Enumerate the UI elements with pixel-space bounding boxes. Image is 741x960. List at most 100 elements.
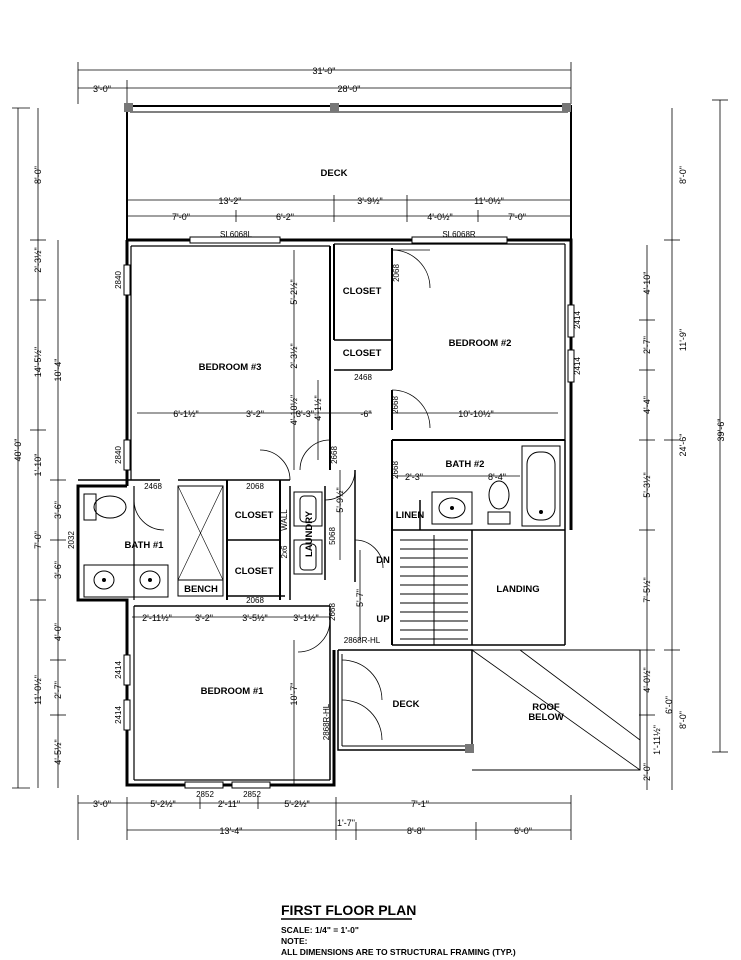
dim-r1-1-11: 1'-11½" bbox=[652, 725, 662, 755]
dim-m-3-5: 3'-5½" bbox=[242, 613, 267, 623]
tag-2414-d: 2414 bbox=[114, 706, 123, 724]
dim-h-6: -6" bbox=[360, 409, 371, 419]
dim-c-5-9: 5'-9½" bbox=[335, 487, 345, 512]
deck-bottom-label: DECK bbox=[393, 699, 420, 710]
tag-2068-b: 2068 bbox=[246, 482, 264, 491]
dim-l-4-0: 4'-0" bbox=[53, 623, 63, 641]
bench-label: BENCH bbox=[184, 584, 218, 595]
tag-2414-c: 2414 bbox=[114, 661, 123, 679]
closet-d-label: CLOSET bbox=[235, 566, 274, 577]
dim-bot-7-1: 7'-1" bbox=[411, 799, 429, 809]
plan-note-label: NOTE: bbox=[281, 936, 308, 946]
dim-r1-4-4: 4'-4" bbox=[642, 396, 652, 414]
dim-c-4-10b: 4'-10½" bbox=[289, 395, 299, 425]
dim-bot-3-0: 3'-0" bbox=[93, 799, 111, 809]
dim-bot-2-11: 2'-11" bbox=[218, 799, 240, 809]
dim-r2-8-0: 8'-0" bbox=[678, 711, 688, 729]
dim-r3-39-6: 39'-6" bbox=[716, 419, 726, 442]
tag-sl6068l: SL6068L bbox=[220, 230, 253, 239]
dim-c-2-3: 2'-3½" bbox=[289, 343, 299, 368]
laundry-label: LAUNDRY bbox=[304, 510, 315, 557]
dim-l-7-0: 7'-0" bbox=[33, 531, 43, 549]
dim-h-10-10: 10'-10½" bbox=[458, 409, 493, 419]
closet-c-label: CLOSET bbox=[235, 510, 274, 521]
dim-l-2-3: 2'-3½" bbox=[33, 247, 43, 272]
tag-2868-a: 2868R-HL bbox=[344, 636, 381, 645]
dim-m-2-11: 2'-11½" bbox=[142, 613, 172, 623]
dim-l-14-5: 14'-5½" bbox=[33, 347, 43, 377]
door-swings bbox=[133, 249, 431, 741]
dim-b3: 4'-0½" bbox=[427, 212, 452, 222]
tag-2852-a: 2852 bbox=[196, 790, 214, 799]
dim-r2-11-9: 11'-9" bbox=[678, 329, 688, 351]
closet-a-label: CLOSET bbox=[343, 286, 382, 297]
dim-h-3-3: 3'-3" bbox=[296, 409, 314, 419]
tag-2868-b: 2868R-HL bbox=[322, 703, 331, 740]
dim-b2: 6'-2" bbox=[276, 212, 294, 222]
dim-l-1-10: 1'-10" bbox=[33, 454, 43, 477]
dim-deck-right: 8'-0" bbox=[678, 166, 688, 184]
posts bbox=[124, 103, 571, 753]
tag-2068-a: 2068 bbox=[392, 264, 401, 282]
dim-top-right: 28'-0" bbox=[338, 84, 361, 94]
dim-c-5-7: 5'-7" bbox=[355, 589, 365, 607]
dim-r2-24-6: 24'-6" bbox=[678, 434, 688, 457]
dim-r1-2-0: 2'-0" bbox=[642, 763, 652, 781]
dim-bot-13-4: 13'-4" bbox=[220, 826, 243, 836]
dim-a3: 11'-0½" bbox=[474, 196, 504, 206]
dim-top-total: 31'-0" bbox=[313, 66, 336, 76]
dim-l-2-7: 2'-7" bbox=[53, 681, 63, 699]
tag-2668-c: 2668 bbox=[391, 461, 400, 479]
deck-top-label: DECK bbox=[321, 168, 348, 179]
dim-deck-left: 8'-0" bbox=[33, 166, 43, 184]
tag-2414-b: 2414 bbox=[573, 357, 582, 375]
dim-r1-5-3: 5'-3½" bbox=[642, 472, 652, 497]
tag-2852-b: 2852 bbox=[243, 790, 261, 799]
dim-bot-1-7: 1'-7" bbox=[337, 818, 355, 828]
fixtures bbox=[83, 445, 561, 645]
dim-r1-4-10: 4'-10" bbox=[642, 272, 652, 295]
dim-top-left: 3'-0" bbox=[93, 84, 111, 94]
stair-treads bbox=[400, 535, 468, 645]
door-window-tags: SL6068L SL6068R 2840 2840 2068 2068 2068… bbox=[67, 230, 582, 799]
dim-l-3-6a: 3'-6" bbox=[53, 501, 63, 519]
dim-c-10-7: 10'-7" bbox=[289, 683, 299, 706]
dim-c-5-2: 5'-2½" bbox=[289, 279, 299, 304]
below-label: BELOW bbox=[528, 712, 563, 723]
plan-title: FIRST FLOOR PLAN bbox=[281, 902, 416, 918]
dim-b1: 7'-0" bbox=[172, 212, 190, 222]
dim-h-2-3: 2'-3" bbox=[405, 472, 423, 482]
up-label: UP bbox=[376, 614, 390, 625]
room-labels: DECK BEDROOM #3 BEDROOM #2 CLOSET CLOSET… bbox=[125, 168, 564, 723]
tag-2840-a: 2840 bbox=[114, 271, 123, 289]
tag-2668-d: 2668 bbox=[328, 603, 337, 621]
dim-r1-7-5: 7'-5½" bbox=[642, 577, 652, 602]
bath1-label: BATH #1 bbox=[125, 540, 165, 551]
dim-h-3-2: 3'-2" bbox=[246, 409, 264, 419]
dn-label: DN bbox=[376, 555, 390, 566]
dim-l-10-4: 10'-4" bbox=[53, 359, 63, 382]
tag-2468-b: 2468 bbox=[144, 482, 162, 491]
closet-b-label: CLOSET bbox=[343, 348, 382, 359]
bedroom1-label: BEDROOM #1 bbox=[201, 686, 265, 697]
plan-note: ALL DIMENSIONS ARE TO STRUCTURAL FRAMING… bbox=[281, 947, 516, 957]
wall-label: WALL bbox=[280, 509, 289, 531]
bath2-label: BATH #2 bbox=[446, 459, 485, 470]
dim-c-4-1: 4'-1½" bbox=[313, 395, 323, 420]
bedroom2-label: BEDROOM #2 bbox=[449, 338, 512, 349]
landing-label: LANDING bbox=[496, 584, 539, 595]
dimension-labels: 31'-0" 3'-0" 28'-0" 13'-2" 3'-9½" 11'-0½… bbox=[13, 66, 726, 836]
dim-l-3-6b: 3'-6" bbox=[53, 561, 63, 579]
windows bbox=[123, 236, 575, 789]
title-block: FIRST FLOOR PLAN SCALE: 1/4" = 1'-0" NOT… bbox=[281, 902, 516, 957]
dim-r2-6-0: 6'-0" bbox=[664, 696, 674, 714]
dim-l-40: 40'-0" bbox=[13, 439, 23, 462]
dim-h-8-4: 8'-4" bbox=[488, 472, 506, 482]
dim-bot-6-0: 6'-0" bbox=[514, 826, 532, 836]
tag-2668-a: 2668 bbox=[330, 446, 339, 464]
dim-b4: 7'-0" bbox=[508, 212, 526, 222]
dim-l-4-5: 4'-5½" bbox=[53, 739, 63, 764]
dim-r1-4-0: 4'-0½" bbox=[642, 667, 652, 692]
bedroom3-label: BEDROOM #3 bbox=[199, 362, 262, 373]
